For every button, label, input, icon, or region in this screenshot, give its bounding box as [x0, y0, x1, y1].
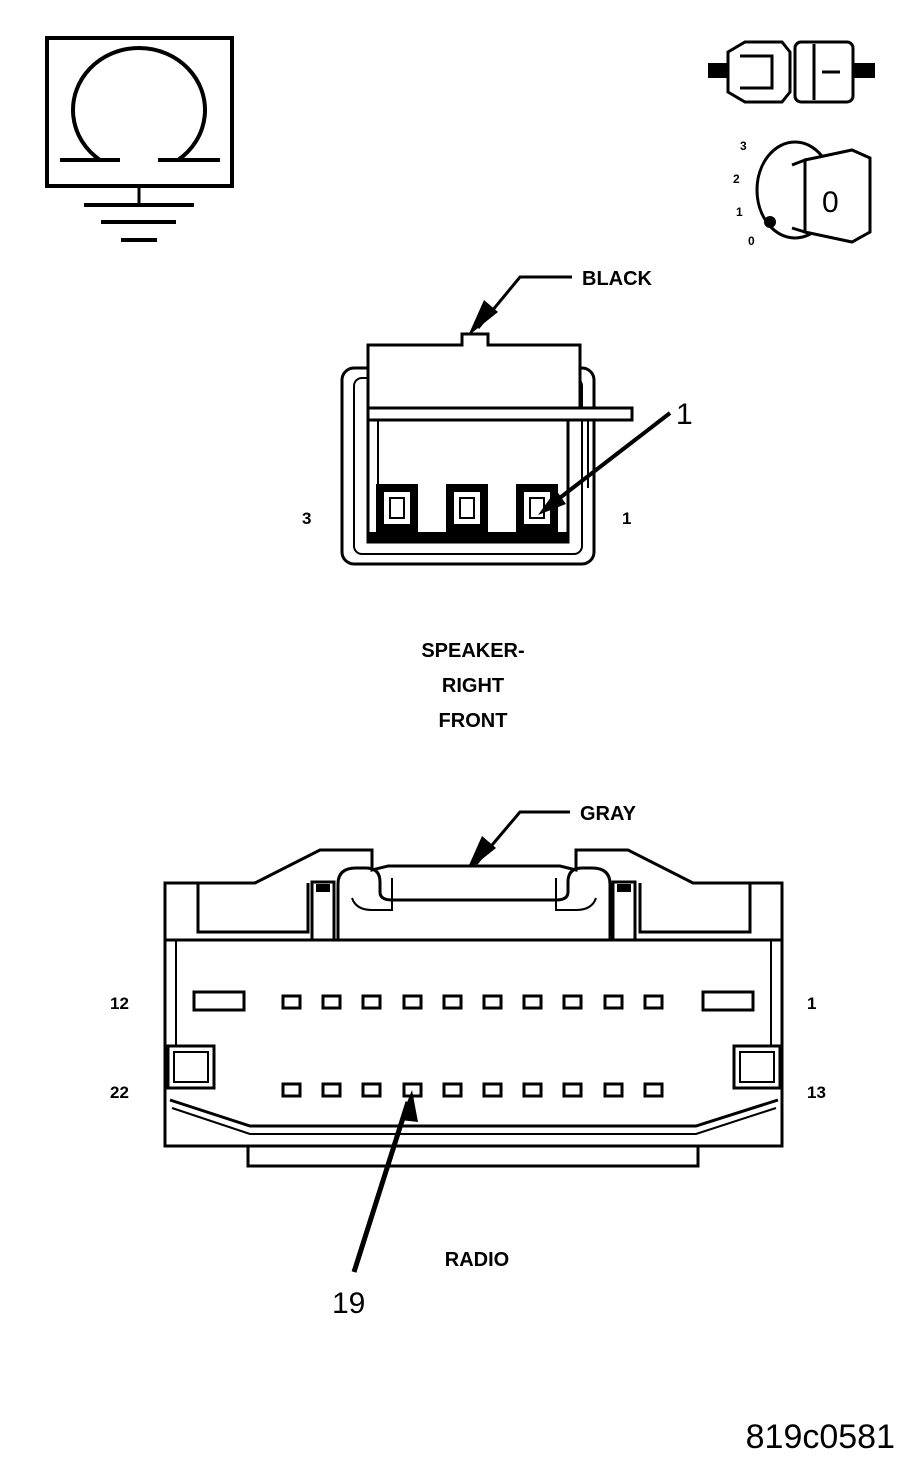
speaker-pin-2	[446, 484, 488, 532]
radio-cavity-12	[192, 990, 246, 1012]
figure-id: 819c0581	[746, 1418, 895, 1456]
ignition-position-0: 0	[748, 234, 755, 248]
radio-connector-color-label: GRAY	[580, 803, 637, 825]
connector-disconnect-icon	[708, 40, 875, 104]
radio-pin-bottom-left-label: 22	[110, 1083, 129, 1102]
radio-cavity-1	[701, 990, 755, 1012]
ignition-position-3: 3	[740, 139, 747, 153]
speaker-connector-name: SPEAKER- RIGHT FRONT	[421, 640, 524, 732]
speaker-pin-left-label: 3	[302, 509, 311, 528]
ignition-position-2: 2	[733, 172, 740, 186]
ignition-key-text: 0	[822, 186, 839, 219]
speaker-connector-color-label: BLACK	[582, 268, 653, 290]
radio-bottom-row	[281, 1082, 664, 1098]
radio-callout-pin: 19	[332, 1287, 365, 1320]
ignition-position-1: 1	[736, 205, 743, 219]
speaker-name-line-2: RIGHT	[442, 675, 504, 697]
radio-pin-top-left-label: 12	[110, 994, 129, 1013]
ohmmeter-ground-icon	[45, 36, 234, 242]
speaker-pin-1	[516, 484, 558, 532]
speaker-connector: BLACK 1 3 1	[302, 268, 693, 566]
speaker-pin-3	[376, 484, 418, 532]
radio-pin-bottom-right-label: 13	[807, 1083, 826, 1102]
radio-top-row	[281, 994, 664, 1010]
speaker-pin-right-label: 1	[622, 509, 631, 528]
radio-connector-name: RADIO	[445, 1249, 509, 1271]
radio-connector: GRAY	[110, 803, 826, 1320]
speaker-name-line-1: SPEAKER-	[421, 640, 524, 662]
radio-pin-top-right-label: 1	[807, 994, 816, 1013]
speaker-callout-pin: 1	[676, 398, 693, 431]
ignition-key-icon: 0 3 2 1 0	[733, 139, 872, 248]
speaker-name-line-3: FRONT	[439, 710, 508, 732]
